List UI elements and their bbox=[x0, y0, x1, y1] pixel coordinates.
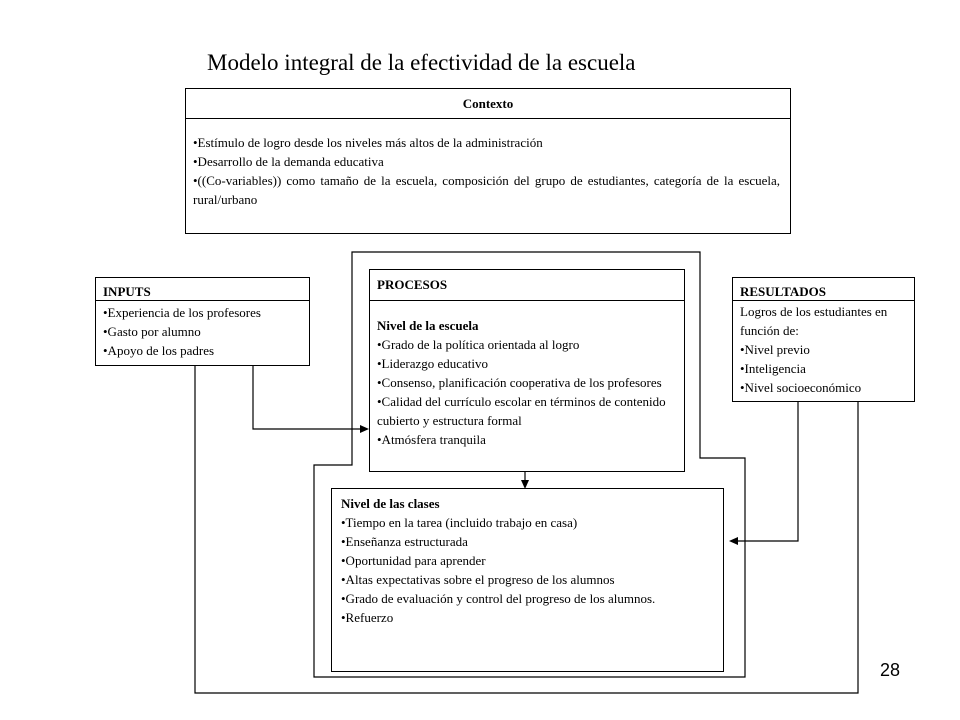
inputs-heading: INPUTS bbox=[103, 284, 151, 299]
resultados-box: RESULTADOS Logros de los estudiantes en … bbox=[732, 277, 915, 402]
list-item: •Atmósfera tranquila bbox=[377, 432, 486, 447]
inputs-list: •Experiencia de los profesores •Gasto po… bbox=[103, 303, 305, 360]
list-item: •Estímulo de logro desde los niveles más… bbox=[193, 135, 543, 150]
list-item: •Apoyo de los padres bbox=[103, 343, 215, 358]
list-item: •Oportunidad para aprender bbox=[341, 553, 486, 568]
resultados-heading: RESULTADOS bbox=[740, 284, 826, 299]
list-item: •Nivel previo bbox=[740, 342, 810, 357]
procesos-list: •Grado de la política orientada al logro… bbox=[377, 335, 672, 449]
procesos-heading: PROCESOS bbox=[377, 277, 448, 292]
page-number: 28 bbox=[880, 660, 901, 680]
clases-list: •Tiempo en la tarea (incluido trabajo en… bbox=[341, 513, 713, 627]
list-item: •Altas expectativas sobre el progreso de… bbox=[341, 572, 615, 587]
inputs-box: INPUTS •Experiencia de los profesores •G… bbox=[95, 277, 310, 366]
resultados-divider bbox=[733, 300, 914, 301]
list-item: •Tiempo en la tarea (incluido trabajo en… bbox=[341, 515, 578, 530]
contexto-divider bbox=[186, 118, 790, 119]
resultados-list: •Nivel previo •Inteligencia •Nivel socio… bbox=[740, 340, 910, 397]
resultados-intro: Logros de los estudiantes en función de: bbox=[740, 304, 888, 338]
arrowhead-procesos bbox=[521, 480, 529, 489]
list-item: •Refuerzo bbox=[341, 610, 394, 625]
arrowhead-resultados bbox=[729, 537, 738, 545]
contexto-list: •Estímulo de logro desde los niveles más… bbox=[193, 133, 780, 209]
list-item: •Inteligencia bbox=[740, 361, 806, 376]
procesos-subheading: Nivel de la escuela bbox=[377, 318, 479, 333]
list-item: •Liderazgo educativo bbox=[377, 356, 489, 371]
contexto-heading: Contexto bbox=[462, 96, 514, 111]
procesos-body: Nivel de la escuela •Grado de la polític… bbox=[377, 316, 672, 449]
list-item: •((Co-variables)) como tamaño de la escu… bbox=[193, 173, 780, 207]
clases-subheading: Nivel de las clases bbox=[341, 496, 440, 511]
list-item: •Experiencia de los profesores bbox=[103, 305, 261, 320]
inputs-divider bbox=[96, 300, 309, 301]
clases-box: Nivel de las clases •Tiempo en la tarea … bbox=[331, 488, 724, 672]
list-item: •Consenso, planificación cooperativa de … bbox=[377, 375, 662, 390]
clases-body: Nivel de las clases •Tiempo en la tarea … bbox=[341, 494, 713, 627]
inputs-to-procesos-line bbox=[252, 366, 362, 430]
list-item: •Nivel socioeconómico bbox=[740, 380, 862, 395]
resultados-body: Logros de los estudiantes en función de:… bbox=[740, 302, 910, 397]
list-item: •Desarrollo de la demanda educativa bbox=[193, 154, 384, 169]
list-item: •Gasto por alumno bbox=[103, 324, 201, 339]
resultados-to-clases-line bbox=[737, 402, 799, 542]
list-item: •Grado de la política orientada al logro bbox=[377, 337, 580, 352]
list-item: •Grado de evaluación y control del progr… bbox=[341, 591, 656, 606]
arrowhead-inputs bbox=[360, 425, 369, 433]
procesos-divider bbox=[370, 300, 684, 301]
list-item: •Calidad del currículo escolar en términ… bbox=[377, 394, 666, 428]
diagram-title: Modelo integral de la efectividad de la … bbox=[207, 50, 636, 75]
process-frame-line bbox=[313, 251, 746, 678]
outer-loop-line bbox=[194, 366, 859, 694]
list-item: •Enseñanza estructurada bbox=[341, 534, 468, 549]
procesos-box: PROCESOS Nivel de la escuela •Grado de l… bbox=[369, 269, 685, 472]
contexto-box: Contexto •Estímulo de logro desde los ni… bbox=[185, 88, 791, 234]
